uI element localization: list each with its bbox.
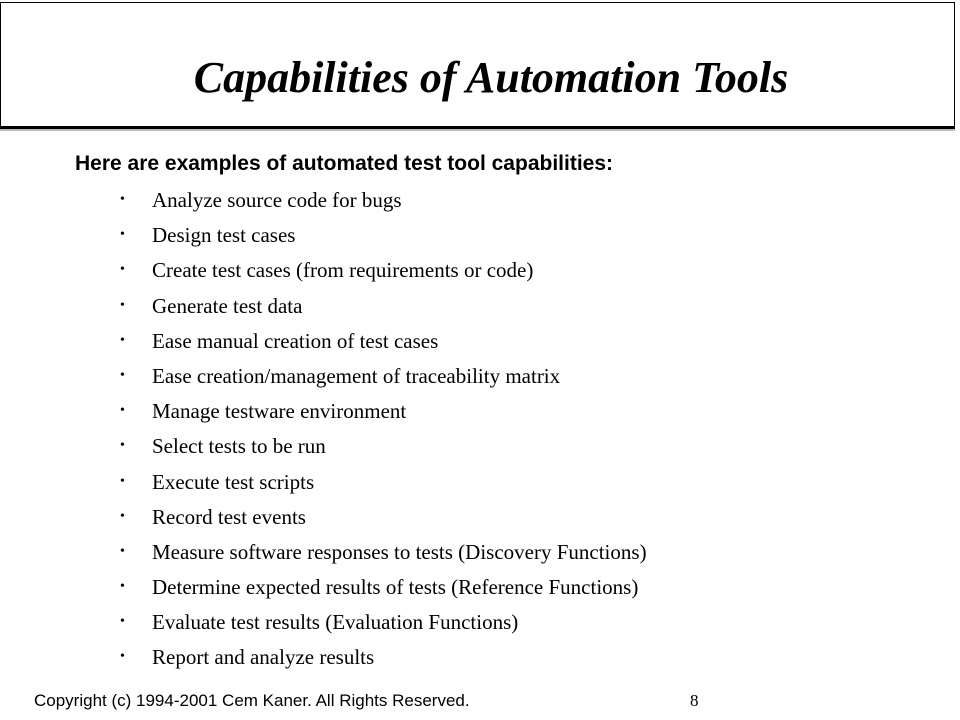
copyright-footer: Copyright (c) 1994-2001 Cem Kaner. All R… (34, 691, 470, 710)
list-item-text: Select tests to be run (152, 434, 326, 459)
list-item-text: Manage testware environment (152, 399, 407, 424)
bullet-icon: • (120, 297, 125, 313)
bullet-icon: • (120, 649, 125, 665)
bullet-icon: • (120, 367, 125, 383)
bullet-icon: • (120, 332, 125, 348)
list-item-text: Execute test scripts (152, 469, 315, 494)
bullet-icon: • (120, 614, 125, 630)
list-item-text: Report and analyze results (152, 645, 375, 670)
list-item-text: Evaluate test results (Evaluation Functi… (152, 610, 519, 635)
title-box (0, 2, 955, 129)
bullet-icon: • (120, 543, 125, 559)
slide-title: Capabilities of Automation Tools (193, 53, 789, 102)
list-item-text: Design test cases (152, 223, 296, 248)
intro-text: Here are examples of automated test tool… (75, 152, 614, 175)
bullet-icon: • (120, 579, 125, 595)
page-number: 8 (690, 691, 699, 710)
list-item-text: Generate test data (152, 293, 303, 318)
list-item-text: Measure software responses to tests (Dis… (152, 539, 647, 564)
list-item-text: Determine expected results of tests (Ref… (152, 575, 639, 600)
bullet-icon: • (120, 508, 125, 524)
list-item-text: Ease creation/management of traceability… (152, 363, 561, 388)
bullet-icon: • (120, 438, 125, 454)
list-item-text: Ease manual creation of test cases (152, 328, 439, 353)
bullet-icon: • (120, 262, 125, 278)
bullet-icon: • (120, 473, 125, 489)
list-item-text: Create test cases (from requirements or … (152, 258, 534, 283)
bullet-icon: • (120, 403, 125, 419)
bullet-icon: • (120, 192, 125, 207)
bullet-icon: • (120, 227, 125, 243)
list-item-text: Analyze source code for bugs (152, 188, 402, 212)
list-item-text: Record test events (152, 504, 306, 529)
